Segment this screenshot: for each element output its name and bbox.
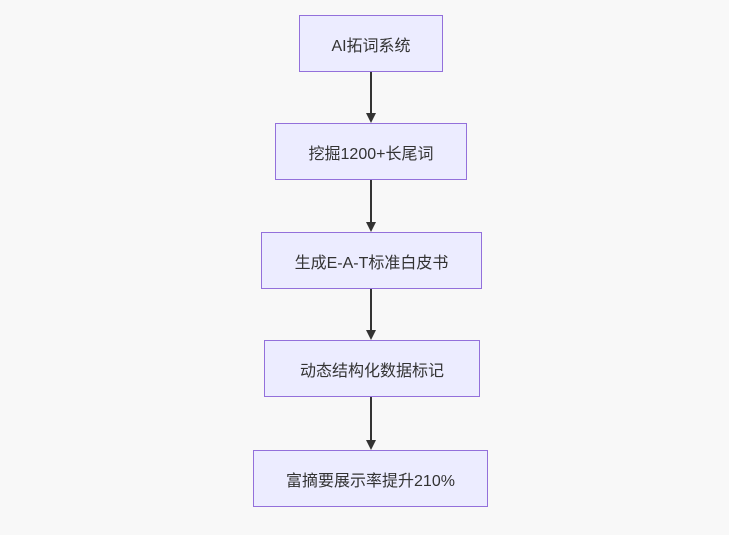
- flow-node-label: 挖掘1200+长尾词: [308, 145, 434, 163]
- arrowhead-icon: [366, 222, 376, 232]
- flow-node-structured-data-markup: 动态结构化数据标记: [264, 340, 480, 397]
- flow-node-longtail-mining: 挖掘1200+长尾词: [275, 123, 467, 180]
- flow-node-rich-snippet-rate: 富摘要展示率提升210%: [253, 450, 488, 507]
- flow-node-ai-expansion-system: AI拓词系统: [299, 15, 443, 72]
- flow-arrow-connector: [370, 289, 372, 330]
- arrowhead-icon: [366, 330, 376, 340]
- flow-arrow-connector: [370, 72, 372, 113]
- flow-arrow-connector: [370, 397, 372, 440]
- arrowhead-icon: [366, 440, 376, 450]
- flow-node-label: 生成E-A-T标准白皮书: [294, 254, 449, 272]
- flow-node-label: AI拓词系统: [331, 37, 411, 55]
- flow-node-label: 富摘要展示率提升210%: [286, 472, 455, 490]
- flow-node-label: 动态结构化数据标记: [299, 362, 444, 380]
- flow-arrow-connector: [370, 180, 372, 222]
- flow-node-eat-whitepaper: 生成E-A-T标准白皮书: [261, 232, 482, 289]
- arrowhead-icon: [366, 113, 376, 123]
